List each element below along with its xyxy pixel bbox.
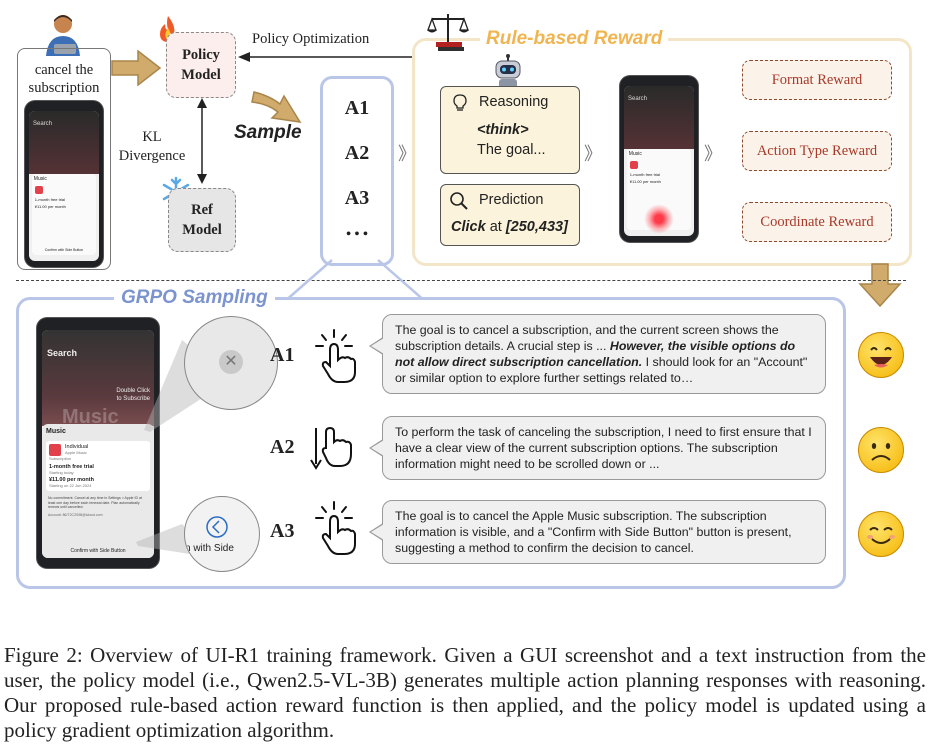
response-a3: The goal is to cancel the Apple Music su… [369, 500, 826, 564]
zoom-close: ✕ [184, 316, 278, 410]
action-ellipsis: • • • [346, 227, 368, 242]
a3-label: A3 [270, 520, 295, 542]
smiling-face-icon [858, 511, 904, 557]
grpo-title: GRPO Sampling [114, 287, 275, 309]
policy-optimization-arrow [238, 52, 414, 62]
search-icon [450, 192, 468, 210]
prediction-text: Click at [250,433] [451, 219, 568, 235]
chevron-right-icon: 》 [584, 144, 602, 164]
action-list: A1 A2 A3 • • • [320, 76, 394, 266]
input-screenshot: Search Music 1-month free trial ¥11.00 p… [25, 101, 103, 267]
format-reward: Format Reward [742, 60, 892, 100]
action-a2: A2 [344, 142, 370, 164]
robot-icon [495, 54, 521, 89]
prediction-title: Prediction [479, 192, 544, 208]
chevron-right-icon: 》 [704, 144, 722, 164]
instruction-text: cancel the subscription [28, 62, 100, 96]
tap-hand-icon [315, 329, 356, 383]
close-icon: ✕ [219, 350, 243, 374]
side-button-icon [206, 516, 228, 538]
coordinate-reward: Coordinate Reward [742, 202, 892, 242]
prediction-box: Prediction Click at [250,433] [440, 184, 580, 246]
sad-face-icon [858, 427, 904, 473]
policy-optimization-label: Policy Optimization [252, 31, 370, 47]
scales-icon [427, 14, 469, 51]
user-icon [46, 15, 80, 56]
reasoning-title: Reasoning [479, 94, 549, 110]
zoom-connector [283, 259, 427, 303]
input-arrow [111, 49, 162, 87]
reasoning-text: The goal... [477, 142, 546, 158]
click-marker [644, 204, 674, 234]
reward-screenshot: Search Music 1-month free trial ¥11.00 p… [620, 76, 698, 242]
user-panel: cancel the subscription Search Music 1-m… [17, 48, 111, 270]
chevron-right-icon: 》 [398, 144, 416, 164]
a1-label: A1 [270, 344, 295, 366]
reasoning-box: Reasoning <think> The goal... [440, 86, 580, 174]
section-divider [16, 280, 906, 281]
figure-caption: Figure 2: Overview of UI-R1 training fra… [4, 643, 926, 742]
zoom-confirm: n with Side [184, 496, 260, 572]
down-arrow [858, 263, 902, 308]
sample-label: Sample [234, 122, 302, 143]
think-tag: <think> [477, 122, 529, 138]
response-a1: The goal is to cancel a subscription, an… [369, 314, 826, 394]
sample-arrow [251, 91, 302, 123]
grpo-screenshot: Search Double Click to Subscribe Music M… [37, 318, 159, 568]
response-a2: To perform the task of canceling the sub… [369, 416, 826, 480]
lightbulb-icon [453, 94, 467, 111]
action-a1: A1 [344, 97, 370, 119]
a2-label: A2 [270, 436, 295, 458]
scroll-hand-icon [310, 426, 352, 470]
laughing-face-icon [858, 332, 904, 378]
action-a3: A3 [344, 187, 370, 209]
kl-arrow [197, 98, 207, 184]
tap-hand-icon [315, 501, 356, 555]
action-type-reward: Action Type Reward [742, 131, 892, 171]
reward-title: Rule-based Reward [480, 28, 669, 50]
